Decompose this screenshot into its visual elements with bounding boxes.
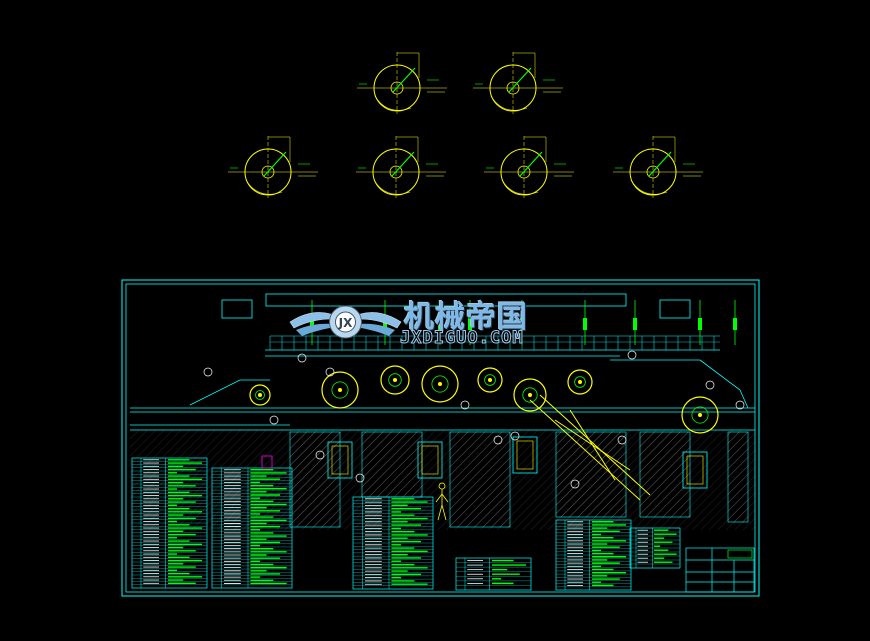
pulley-detail-views <box>228 52 703 198</box>
gear-wings-logo-icon: JX <box>289 305 402 339</box>
roll-1 <box>321 371 359 409</box>
callout-12 <box>627 350 637 360</box>
notes-block <box>629 527 681 569</box>
cylinder-actuators <box>310 300 737 345</box>
roll-6 <box>567 369 593 395</box>
roll-8 <box>249 384 271 406</box>
watermark-subtitle: JXDIGUO.COM <box>400 328 524 349</box>
callout-1 <box>203 367 213 377</box>
machine-frame <box>130 293 755 431</box>
parts-table-4 <box>455 557 532 591</box>
pulley-detail-3 <box>228 136 318 198</box>
callout-8 <box>493 435 503 445</box>
roll-3 <box>421 365 459 403</box>
main-drawing-sheet <box>121 279 760 597</box>
dryer-rolls <box>249 365 719 489</box>
parts-table-2 <box>211 467 293 589</box>
callout-7 <box>460 400 470 410</box>
magenta-marker <box>261 455 273 469</box>
callout-13 <box>705 380 715 390</box>
callout-9 <box>510 431 520 441</box>
drive-unit-1 <box>327 441 353 479</box>
actuator-5 <box>520 300 524 345</box>
parts-table-5 <box>555 519 632 591</box>
callout-4 <box>315 450 325 460</box>
watermark: JX 机械帝国 JXDIGUO.COM <box>288 288 588 358</box>
roll-7 <box>681 396 719 434</box>
drive-unit-3 <box>512 436 538 474</box>
title-block <box>685 547 755 593</box>
inclined-frame <box>529 394 651 501</box>
callout-2 <box>269 415 279 425</box>
callout-5 <box>325 367 335 377</box>
actuator-9 <box>733 300 737 345</box>
pulley-detail-5 <box>484 136 574 198</box>
actuator-7 <box>633 300 637 345</box>
roll-4 <box>477 367 503 393</box>
human-scale-figure <box>435 482 449 521</box>
callout-3 <box>297 353 307 363</box>
parts-table-1 <box>131 457 208 589</box>
drive-unit-2 <box>417 441 443 479</box>
actuator-3 <box>438 300 442 345</box>
callout-11 <box>617 435 627 445</box>
callout-10 <box>570 479 580 489</box>
callout-6 <box>355 473 365 483</box>
parts-table-3 <box>352 496 434 590</box>
actuator-6 <box>583 300 587 345</box>
roll-5 <box>513 378 547 412</box>
pulley-detail-4 <box>356 136 446 198</box>
pulley-detail-1 <box>357 52 447 114</box>
parts-tables <box>131 455 681 591</box>
drive-unit-4 <box>682 451 708 489</box>
watermark-title: 机械帝国 <box>404 300 528 335</box>
pulley-detail-2 <box>473 52 563 114</box>
foundation-pits <box>130 430 755 530</box>
actuator-4 <box>468 300 472 345</box>
pulley-detail-6 <box>613 136 703 198</box>
callout-14 <box>735 400 745 410</box>
railing <box>269 335 720 350</box>
actuator-8 <box>698 300 702 345</box>
callout-bubbles <box>203 350 745 489</box>
svg-text:JX: JX <box>338 316 353 330</box>
actuator-1 <box>310 300 314 345</box>
roll-2 <box>380 365 410 395</box>
